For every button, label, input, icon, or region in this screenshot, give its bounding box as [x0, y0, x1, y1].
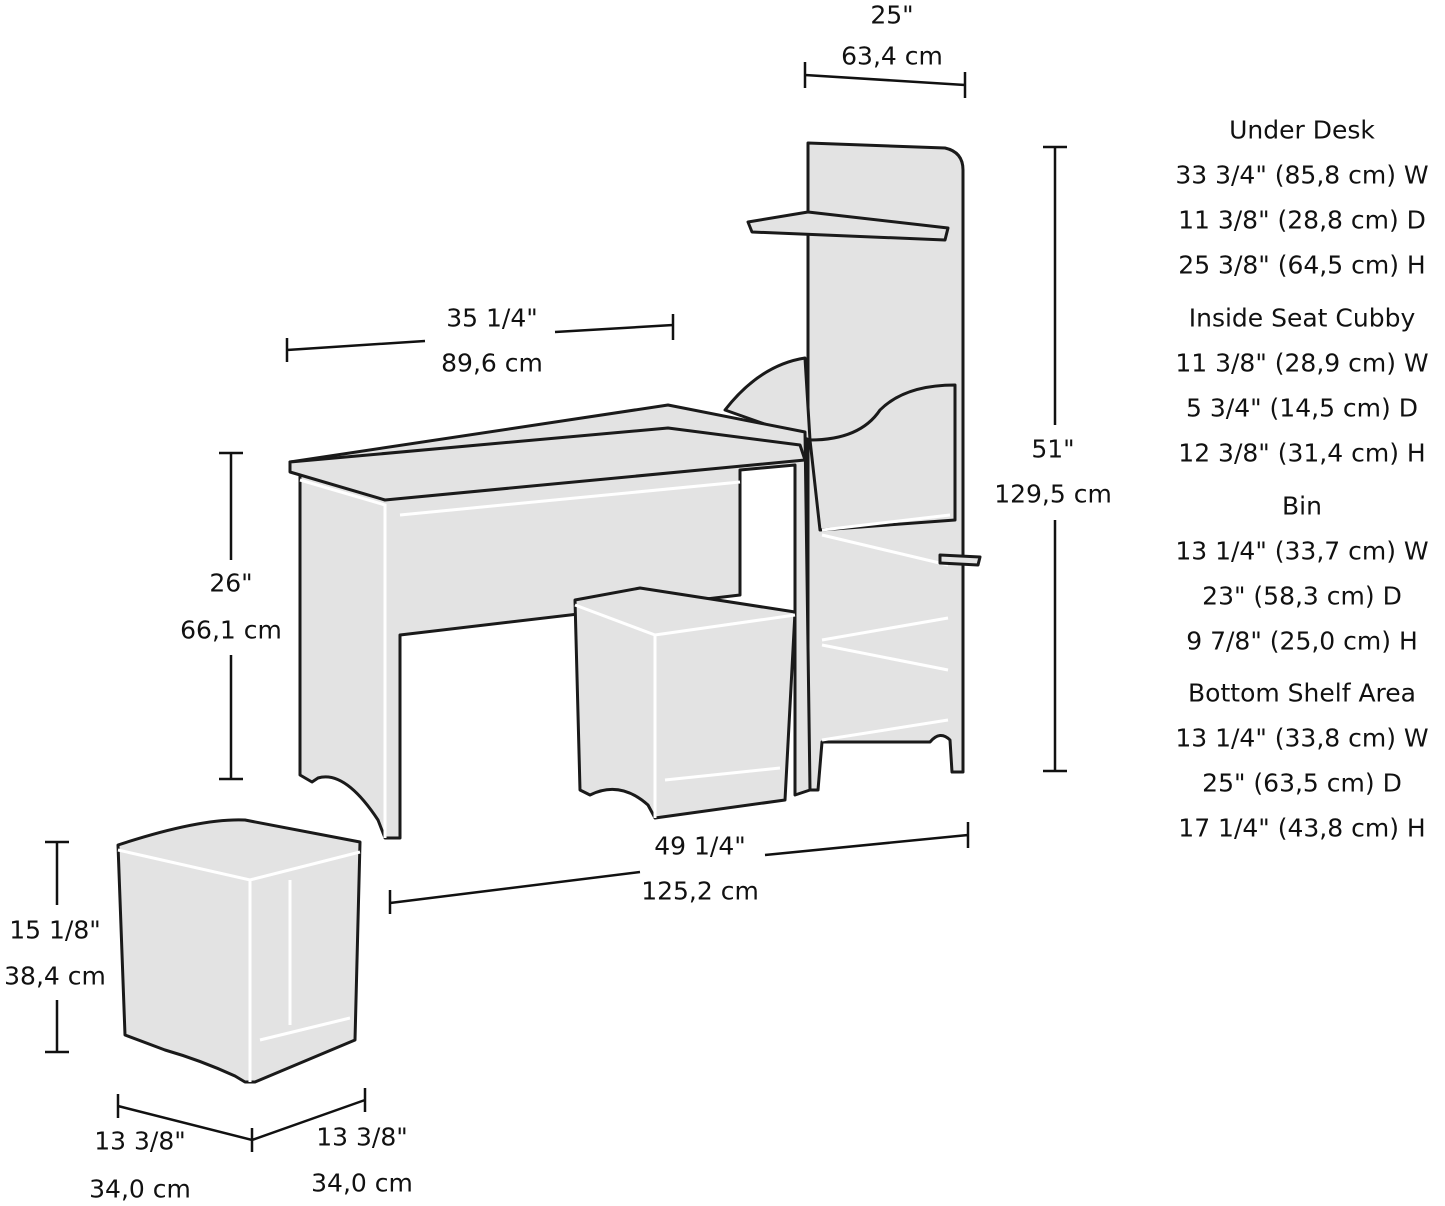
total-width-cm: 125,2 cm — [641, 876, 759, 906]
stool — [116, 818, 362, 1084]
tower-width-cm: 63,4 cm — [841, 41, 943, 71]
spec-line: 5 3/4" (14,5 cm) D — [1186, 393, 1418, 423]
stool-depth-cm: 34,0 cm — [311, 1168, 413, 1198]
bin — [573, 586, 797, 820]
desk-height-cm: 66,1 cm — [180, 615, 282, 645]
storage-tower — [723, 141, 982, 792]
spec-title: Under Desk — [1229, 115, 1375, 145]
spec-line: 23" (58,3 cm) D — [1202, 581, 1402, 611]
spec-line: 17 1/4" (43,8 cm) H — [1178, 813, 1426, 843]
tower-width-in: 25" — [870, 0, 914, 30]
desk-height-in: 26" — [209, 568, 253, 598]
desk-width-in: 35 1/4" — [446, 303, 538, 333]
desk-width-cm: 89,6 cm — [441, 348, 543, 378]
spec-line: 11 3/8" (28,8 cm) D — [1178, 205, 1426, 235]
stool-width-in: 13 3/8" — [94, 1126, 186, 1156]
spec-line: 12 3/8" (31,4 cm) H — [1178, 438, 1426, 468]
total-width-in: 49 1/4" — [654, 831, 746, 861]
spec-title: Bin — [1282, 491, 1322, 521]
stool-height-cm: 38,4 cm — [4, 961, 106, 991]
stool-height-in: 15 1/8" — [9, 915, 101, 945]
dimension-lines — [45, 62, 1067, 1152]
spec-line: 11 3/8" (28,9 cm) W — [1175, 348, 1429, 378]
spec-line: 9 7/8" (25,0 cm) H — [1186, 626, 1418, 656]
spec-title: Bottom Shelf Area — [1188, 678, 1416, 708]
spec-line: 33 3/4" (85,8 cm) W — [1175, 160, 1429, 190]
spec-title: Inside Seat Cubby — [1188, 303, 1416, 333]
spec-line: 13 1/4" (33,8 cm) W — [1175, 723, 1429, 753]
stool-width-cm: 34,0 cm — [89, 1174, 191, 1204]
tower-height-in: 51" — [1031, 434, 1075, 464]
stool-depth-in: 13 3/8" — [316, 1122, 408, 1152]
spec-line: 25 3/8" (64,5 cm) H — [1178, 250, 1426, 280]
spec-line: 13 1/4" (33,7 cm) W — [1175, 536, 1429, 566]
spec-line: 25" (63,5 cm) D — [1202, 768, 1402, 798]
desk — [288, 403, 812, 840]
tower-height-cm: 129,5 cm — [994, 479, 1112, 509]
